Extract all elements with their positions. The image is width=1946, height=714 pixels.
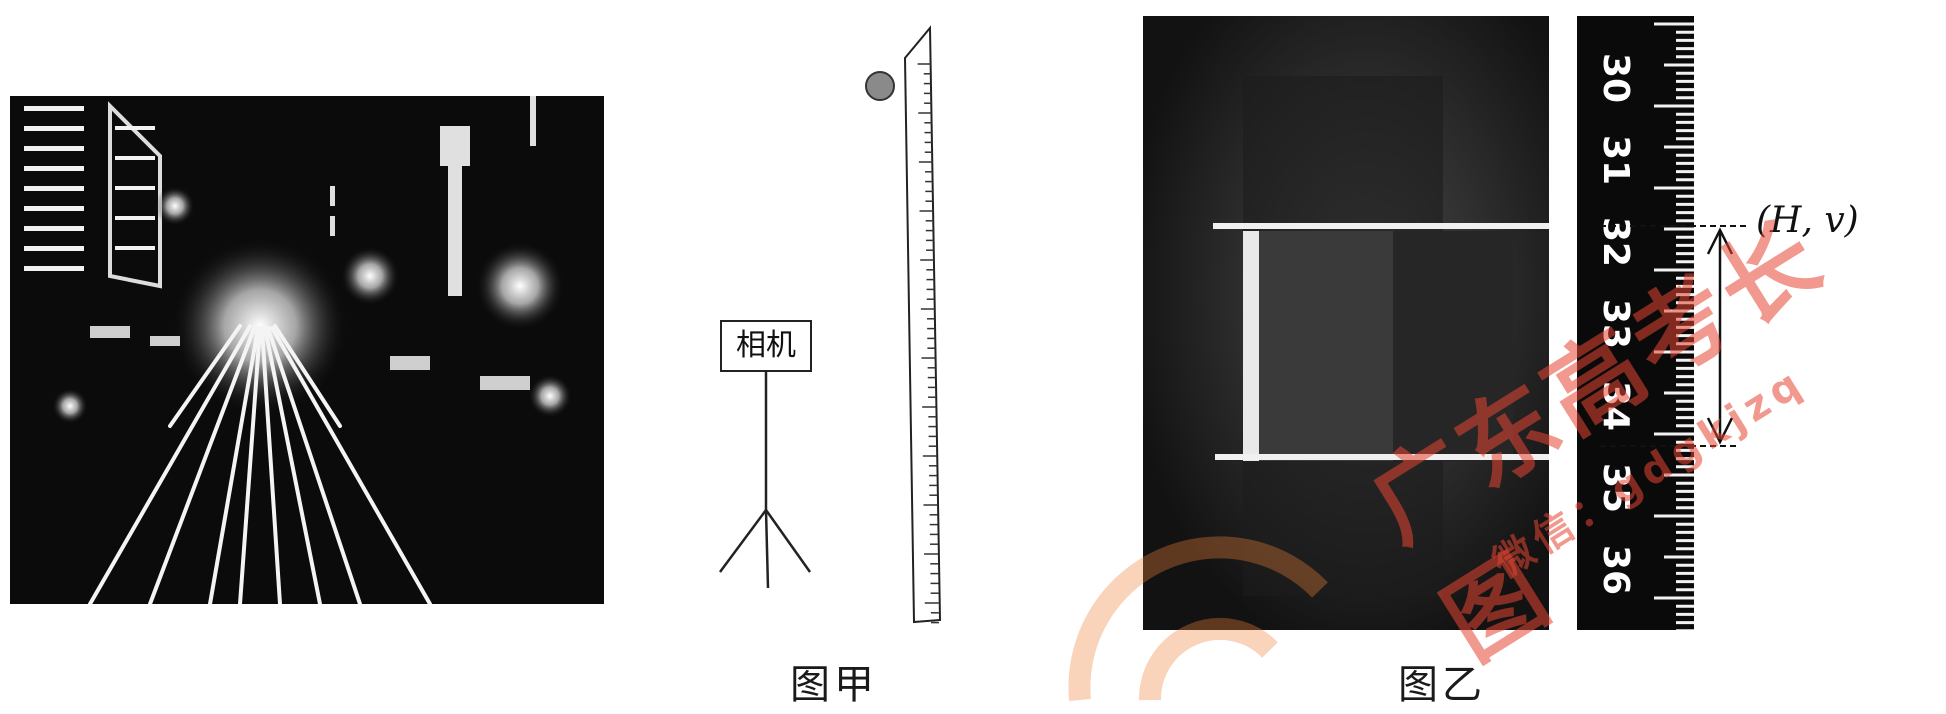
vertical-ruler bbox=[903, 25, 942, 624]
night-street-photo bbox=[10, 96, 604, 604]
ruler-number-36: 36 bbox=[1595, 544, 1636, 596]
camera-label: 相机 bbox=[720, 320, 812, 372]
measurement-label: (H, v) bbox=[1756, 200, 1859, 241]
ruler-number-30: 30 bbox=[1595, 52, 1636, 104]
photo-b bbox=[1143, 16, 1549, 630]
ball bbox=[865, 71, 895, 101]
figure-a-caption: 图甲 bbox=[790, 662, 878, 708]
measurement-overlay bbox=[1600, 225, 1750, 447]
ruler-strip: 30 31 32 33 34 35 36 bbox=[1577, 16, 1694, 630]
ruler-number-31: 31 bbox=[1595, 134, 1636, 186]
figure-b-caption: 图乙 bbox=[1398, 662, 1486, 708]
tripod bbox=[718, 352, 812, 589]
diagram-a: 相机 bbox=[700, 20, 960, 640]
